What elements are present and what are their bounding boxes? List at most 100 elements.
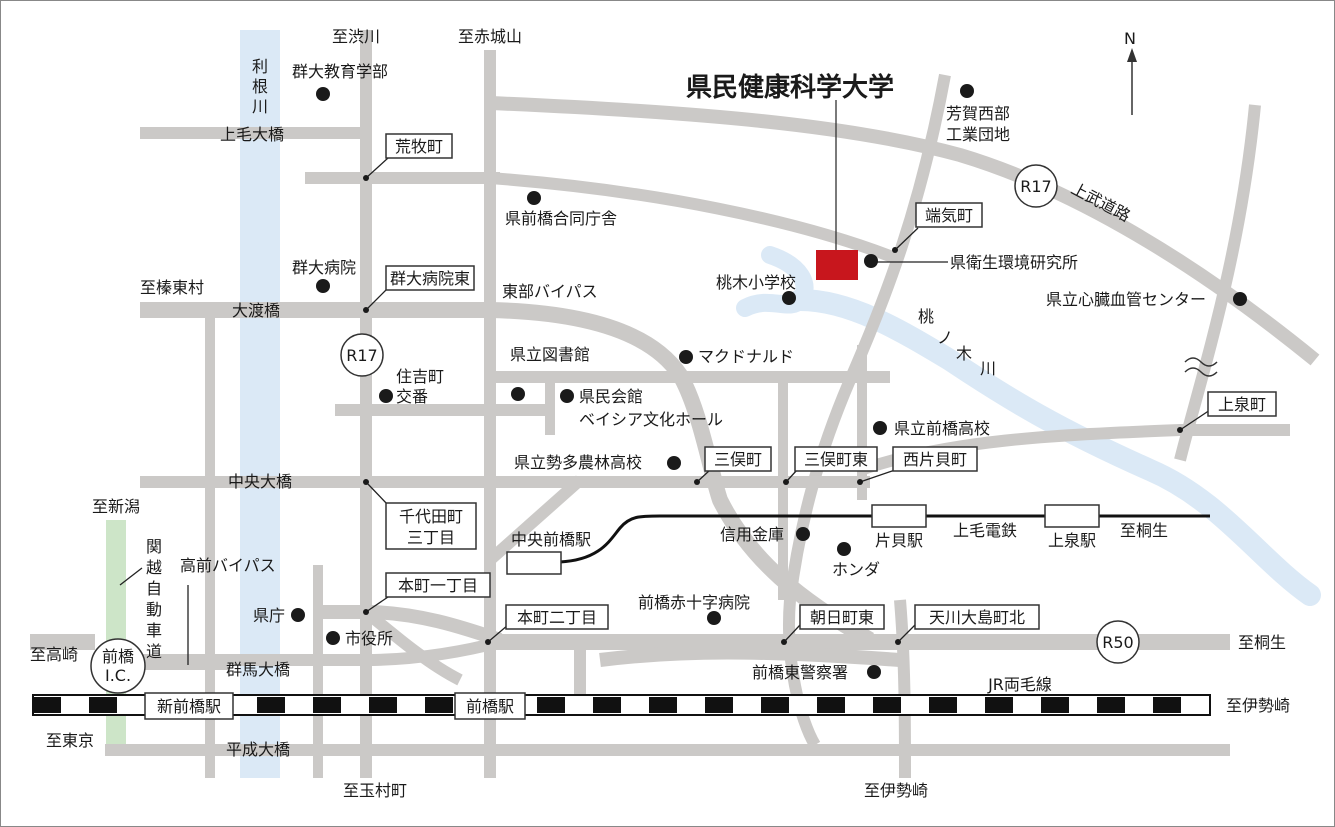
kanetsu-leader xyxy=(119,567,143,586)
svg-text:根: 根 xyxy=(252,77,268,96)
svg-text:片貝駅: 片貝駅 xyxy=(875,531,923,550)
svg-text:R17: R17 xyxy=(1020,177,1051,196)
svg-text:上泉町: 上泉町 xyxy=(1218,395,1266,414)
intersection-mitsumata-higashi[interactable]: 三俣町東 xyxy=(794,446,878,472)
dir-kiryu-road: 至桐生 xyxy=(1238,633,1286,652)
station-chuo-maebashi[interactable]: 中央前橋駅 xyxy=(506,530,591,575)
intersection-kamiizumi[interactable]: 上泉町 xyxy=(1207,391,1277,417)
jr-ryomo-line xyxy=(32,694,1211,716)
svg-text:前橋: 前橋 xyxy=(102,647,134,666)
station-katakai[interactable]: 片貝駅 xyxy=(871,504,927,550)
bridge-kamike: 上毛大橋 xyxy=(220,125,284,144)
road-break-symbol xyxy=(1184,357,1218,377)
landmark-kenmin: 県民会館 ベイシア文化ホール xyxy=(579,387,723,429)
dir-niigata: 至新潟 xyxy=(92,497,140,516)
route-shield-r17-east: R17 xyxy=(1014,164,1058,208)
svg-text:越: 越 xyxy=(146,558,162,577)
landmark-edu: 群大教育学部 xyxy=(292,62,388,81)
station-kamiizumi[interactable]: 上泉駅 xyxy=(1044,504,1100,550)
svg-text:車: 車 xyxy=(146,621,162,640)
landmark-shiyakusho: 市役所 xyxy=(345,629,393,648)
jomo-line-label: 上毛電鉄 xyxy=(953,521,1017,540)
svg-text:三俣町東: 三俣町東 xyxy=(804,450,868,469)
svg-text:川: 川 xyxy=(252,97,268,116)
dir-shibukawa: 至渋川 xyxy=(332,27,380,46)
intersection-honmachi1[interactable]: 本町一丁目 xyxy=(385,572,491,598)
landmark-redcross: 前橋赤十字病院 xyxy=(638,593,750,612)
landmark-momonoki-school: 桃木小学校 xyxy=(716,273,796,292)
landmark-shinkin: 信用金庫 xyxy=(720,525,784,544)
svg-text:新前橋駅: 新前橋駅 xyxy=(157,697,221,716)
landmark-police: 前橋東警察署 xyxy=(752,663,848,682)
svg-text:千代田町: 千代田町 xyxy=(399,507,463,526)
intersection-hashikimachi[interactable]: 端気町 xyxy=(915,202,983,228)
dir-isesaki-south: 至伊勢崎 xyxy=(864,781,928,800)
svg-text:利: 利 xyxy=(252,57,268,76)
intersection-mitsumata[interactable]: 三俣町 xyxy=(704,446,772,472)
momonoki-river xyxy=(789,289,1321,606)
svg-text:朝日町東: 朝日町東 xyxy=(810,608,874,627)
intersection-nishikatakai[interactable]: 西片貝町 xyxy=(892,446,978,472)
dir-tokyo: 至東京 xyxy=(46,731,94,750)
bridge-heisei: 平成大橋 xyxy=(226,740,290,759)
intersection-honmachi2[interactable]: 本町二丁目 xyxy=(505,604,609,630)
intersection-leaders xyxy=(365,157,1211,643)
rivers xyxy=(240,30,1321,778)
svg-text:自: 自 xyxy=(146,579,162,598)
maebashi-ic[interactable]: 前橋 I.C. xyxy=(90,638,146,694)
svg-text:三俣町: 三俣町 xyxy=(714,450,762,469)
landmark-dots xyxy=(291,84,1247,679)
dir-takasaki: 至高崎 xyxy=(30,645,78,664)
svg-text:川: 川 xyxy=(980,359,996,378)
landmark-library: 県立図書館 xyxy=(510,345,590,364)
svg-text:本町一丁目: 本町一丁目 xyxy=(398,576,478,595)
landmark-heart: 県立心臓血管センター xyxy=(1046,290,1206,309)
tone-river-label: 利 根 川 xyxy=(252,57,268,116)
landmark-kencho: 県庁 xyxy=(253,606,285,625)
intersection-dots xyxy=(363,175,1183,645)
dir-isesaki-east: 至伊勢崎 xyxy=(1226,696,1290,715)
bridge-chuo: 中央大橋 xyxy=(228,472,292,491)
campus-marker[interactable] xyxy=(816,250,858,280)
svg-text:西片貝町: 西片貝町 xyxy=(903,450,967,469)
svg-text:ベイシア文化ホール: ベイシア文化ホール xyxy=(579,410,723,429)
intersection-asahimachi-higashi[interactable]: 朝日町東 xyxy=(799,604,885,630)
route-shield-r50: R50 xyxy=(1096,620,1140,664)
landmark-mcd: マクドナルド xyxy=(698,347,794,366)
station-shin-maebashi[interactable]: 新前橋駅 xyxy=(144,692,234,720)
svg-text:芳賀西部: 芳賀西部 xyxy=(946,104,1010,123)
svg-text:関: 関 xyxy=(146,537,162,556)
svg-text:荒牧町: 荒牧町 xyxy=(395,137,443,156)
university-title: 県民健康科学大学 xyxy=(686,72,894,103)
dir-akagiyama: 至赤城山 xyxy=(458,27,522,46)
svg-text:I.C.: I.C. xyxy=(105,666,131,685)
landmark-haga: 芳賀西部 工業団地 xyxy=(946,104,1010,144)
landmark-seta: 県立勢多農林高校 xyxy=(514,453,642,472)
svg-text:道: 道 xyxy=(146,642,162,661)
svg-text:県民会館: 県民会館 xyxy=(579,387,643,406)
intersection-amagawa[interactable]: 天川大島町北 xyxy=(914,604,1040,630)
route-shield-r17-west: R17 xyxy=(340,333,384,377)
tone-river xyxy=(240,30,280,778)
intersection-aramaki[interactable]: 荒牧町 xyxy=(385,133,453,159)
svg-text:R17: R17 xyxy=(346,346,377,365)
bridge-gunma: 群馬大橋 xyxy=(226,660,290,679)
svg-text:中央前橋駅: 中央前橋駅 xyxy=(511,530,591,549)
svg-text:天川大島町北: 天川大島町北 xyxy=(929,608,1025,627)
station-maebashi[interactable]: 前橋駅 xyxy=(454,692,526,720)
momonoki-river-label: 桃 ノ 木 川 xyxy=(918,307,996,378)
landmark-eisei: 県衛生環境研究所 xyxy=(950,253,1078,272)
takamae-bypass-label: 高前バイパス xyxy=(180,556,276,575)
svg-text:端気町: 端気町 xyxy=(925,206,973,225)
svg-text:本町二丁目: 本町二丁目 xyxy=(517,608,597,627)
svg-text:工業団地: 工業団地 xyxy=(946,125,1010,144)
tobu-bypass-label: 東部バイパス xyxy=(502,282,598,301)
intersection-chiyodamachi[interactable]: 千代田町 三丁目 xyxy=(385,502,477,550)
landmark-godo: 県前橋合同庁舎 xyxy=(505,209,617,228)
landmark-maebashi-hs: 県立前橋高校 xyxy=(894,419,990,438)
jr-line-label: JR両毛線 xyxy=(987,675,1052,694)
north-arrow: N xyxy=(1124,29,1137,115)
intersection-gundai-byoin-higashi[interactable]: 群大病院東 xyxy=(385,265,475,291)
svg-text:住吉町: 住吉町 xyxy=(396,367,444,386)
